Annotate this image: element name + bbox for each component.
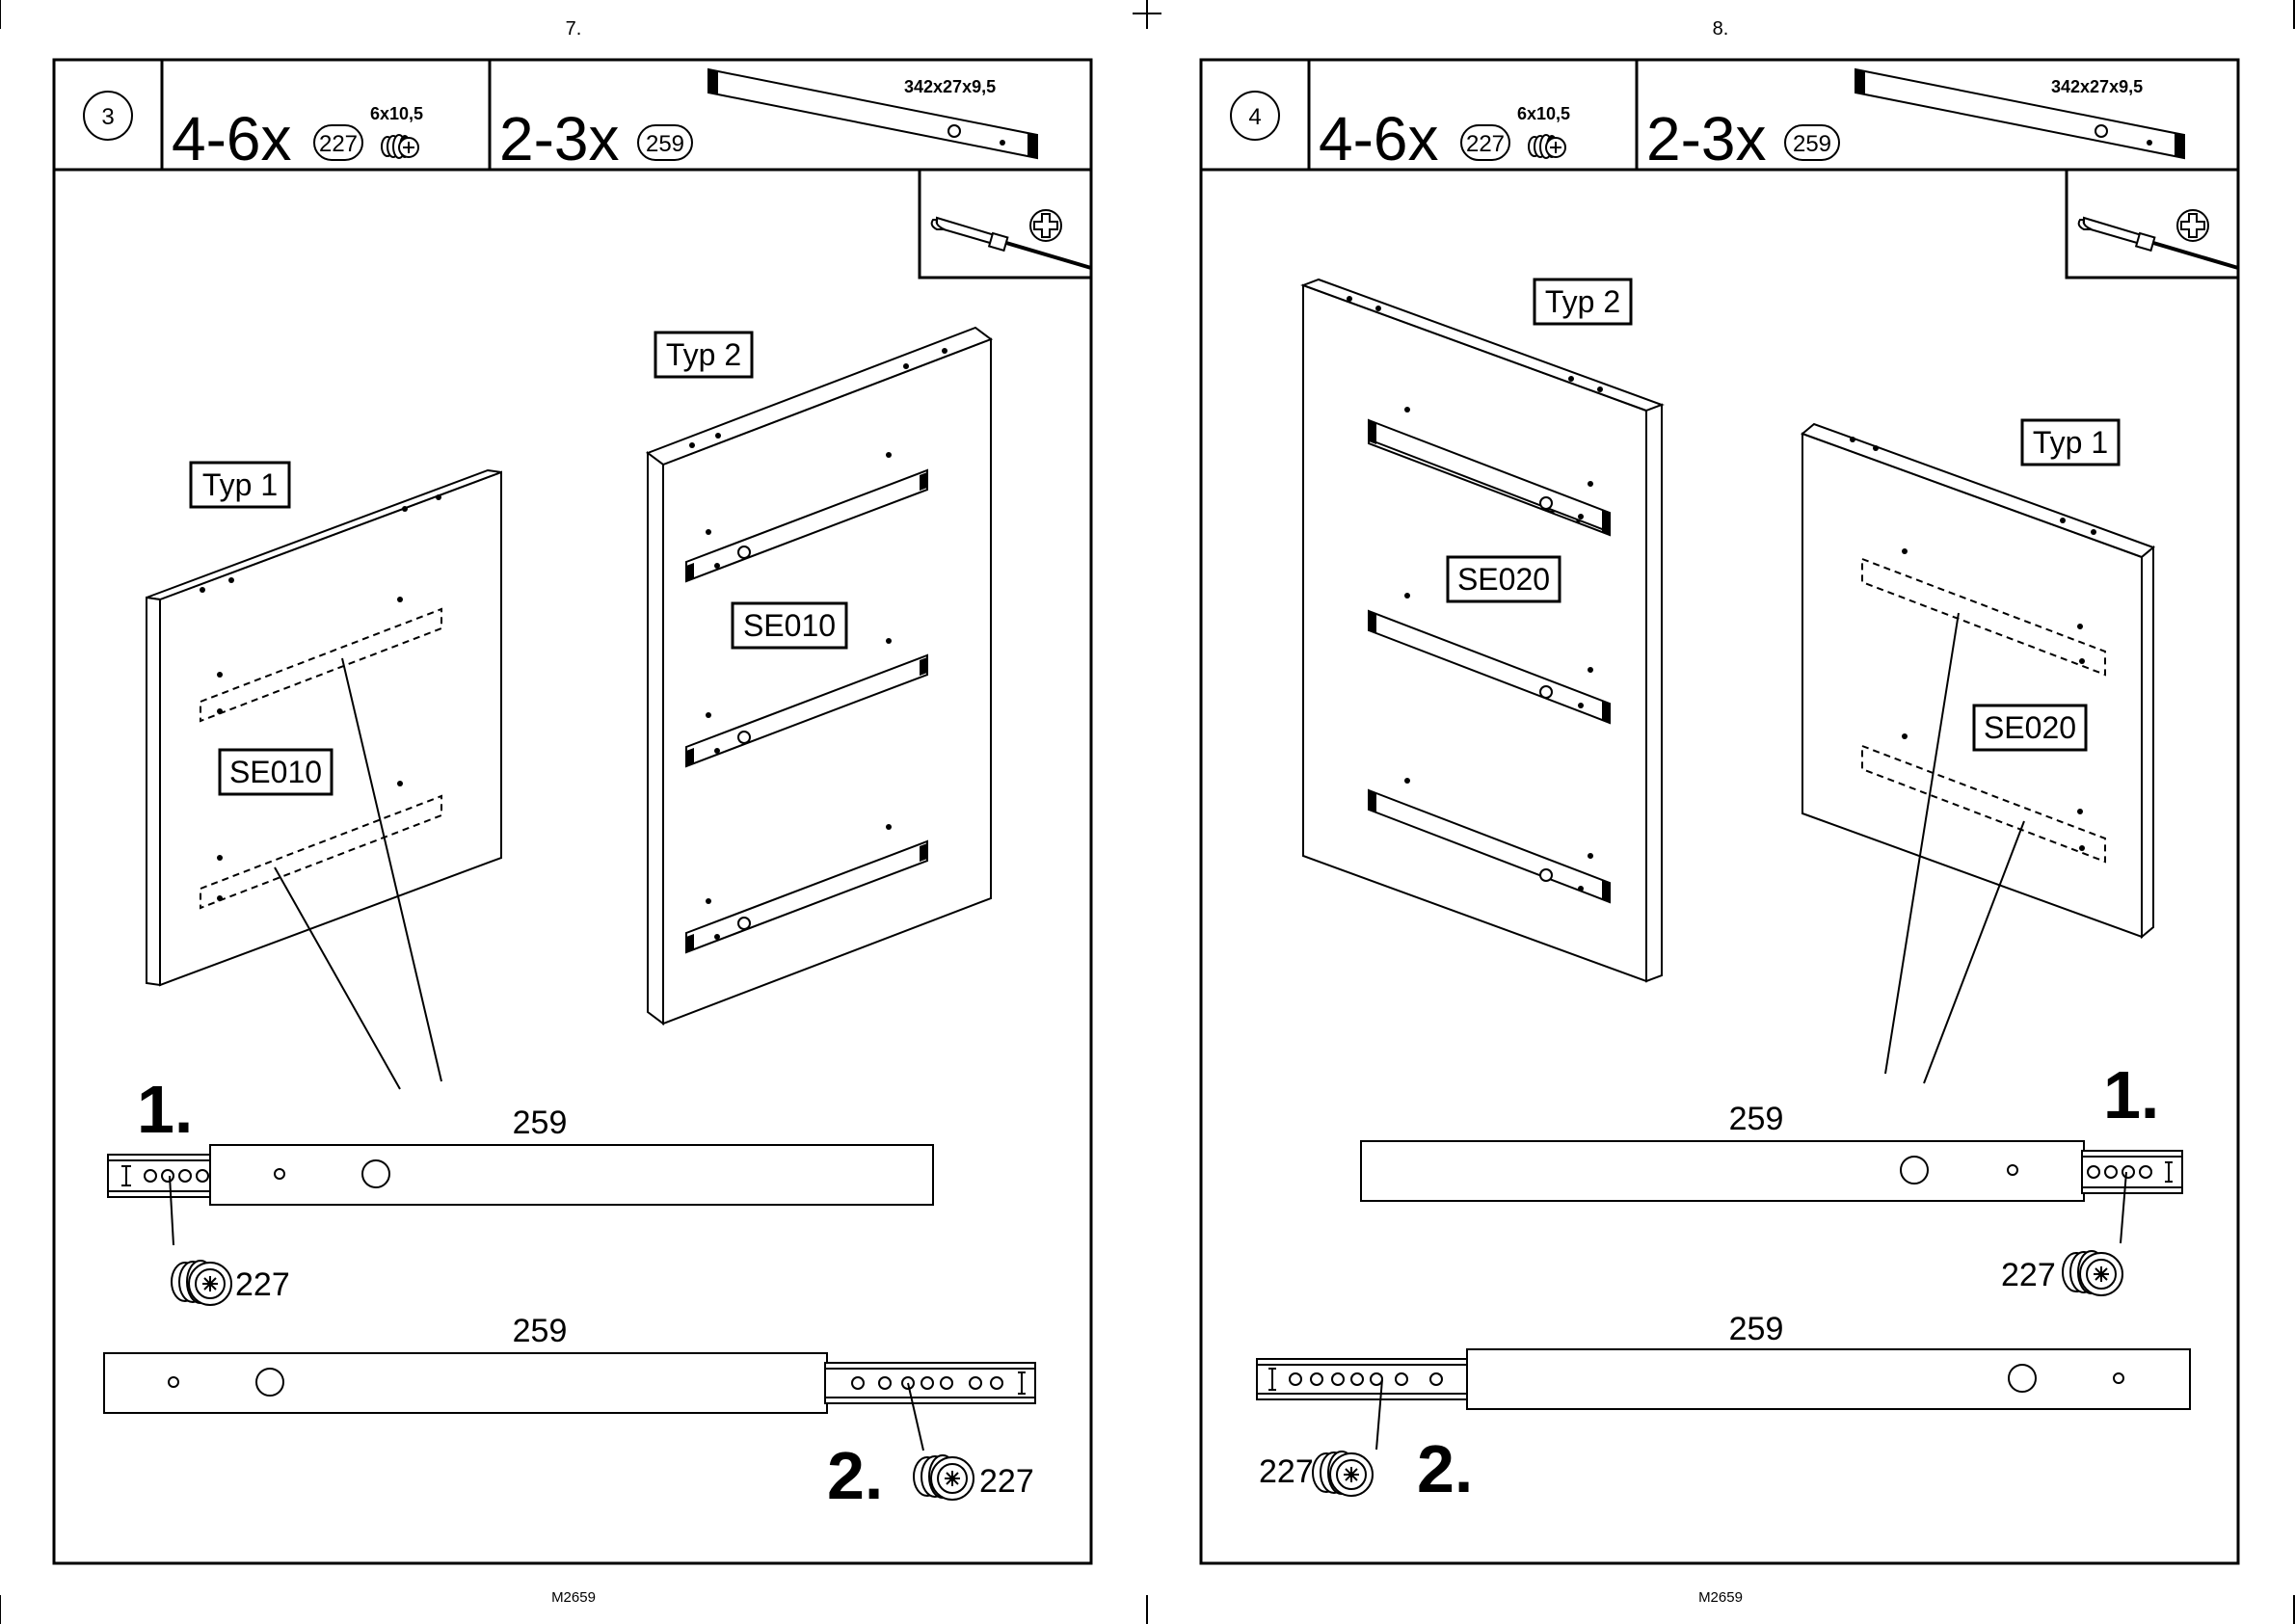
detail-1-screw-part: 227 bbox=[2001, 1257, 2056, 1293]
cam-screw-icon bbox=[172, 1261, 231, 1305]
page-right: 8. M2659 4 4-6x 227 6x10,5 2-3x 259 342x… bbox=[1201, 18, 2238, 1606]
screwdriver-icon bbox=[2079, 218, 2238, 268]
detail-1-marker: 1. bbox=[137, 1072, 193, 1147]
panel-code-2-text: SE020 bbox=[1457, 562, 1550, 597]
panel-type-1 bbox=[147, 470, 501, 1089]
step-number: 3 bbox=[101, 104, 114, 130]
panel-type-2-text: Typ 2 bbox=[666, 337, 741, 372]
phillips-icon bbox=[1030, 210, 1061, 241]
hardware-a-size: 6x10,5 bbox=[1517, 104, 1570, 123]
footer-code: M2659 bbox=[551, 1589, 596, 1606]
screwdriver-icon bbox=[932, 218, 1091, 268]
detail-2-rail bbox=[104, 1353, 1035, 1451]
panel-code-1-text: SE020 bbox=[1984, 710, 2076, 745]
detail-2-marker: 2. bbox=[827, 1438, 883, 1513]
hardware-b-dimensions: 342x27x9,5 bbox=[904, 77, 996, 96]
hardware-b-dimensions: 342x27x9,5 bbox=[2051, 77, 2143, 96]
cam-screw-icon bbox=[2063, 1251, 2122, 1295]
footer-code: M2659 bbox=[1698, 1589, 1743, 1606]
panel-type-2 bbox=[648, 328, 991, 1024]
detail-2-rail-part: 259 bbox=[513, 1313, 568, 1349]
panel-type-1-text: Typ 1 bbox=[202, 467, 278, 502]
detail-1-rail bbox=[108, 1145, 933, 1245]
detail-2-rail bbox=[1257, 1349, 2190, 1450]
hardware-b-part: 259 bbox=[1793, 131, 1831, 157]
hardware-a-part: 227 bbox=[319, 131, 358, 157]
panel-code-2-text: SE010 bbox=[743, 608, 836, 643]
detail-2-screw-part: 227 bbox=[1259, 1453, 1314, 1490]
panel-type-2 bbox=[1303, 280, 1662, 981]
hardware-a-qty: 4-6x bbox=[1319, 104, 1439, 173]
page-number: 7. bbox=[566, 18, 582, 40]
hardware-b-qty: 2-3x bbox=[499, 104, 620, 173]
page-left: 7. M2659 3 4-6x 227 6x10,5 2-3x 259 342x… bbox=[54, 18, 1091, 1606]
panel-code-1-text: SE010 bbox=[229, 755, 322, 789]
hardware-a-qty: 4-6x bbox=[172, 104, 292, 173]
detail-2-rail-part: 259 bbox=[1729, 1311, 1784, 1347]
detail-2-marker: 2. bbox=[1417, 1431, 1473, 1506]
page-number: 8. bbox=[1713, 18, 1729, 40]
cam-screw-icon bbox=[914, 1455, 974, 1500]
detail-1-rail bbox=[1361, 1141, 2182, 1243]
detail-2-screw-part: 227 bbox=[979, 1463, 1034, 1500]
cam-screw-icon bbox=[1529, 135, 1565, 158]
panel-type-2-text: Typ 2 bbox=[1545, 284, 1620, 319]
hardware-b-qty: 2-3x bbox=[1646, 104, 1767, 173]
panel-type-1-text: Typ 1 bbox=[2033, 425, 2108, 460]
detail-1-marker: 1. bbox=[2103, 1057, 2159, 1132]
detail-1-rail-part: 259 bbox=[1729, 1101, 1784, 1137]
panel-type-1 bbox=[1802, 424, 2153, 1083]
hardware-a-part: 227 bbox=[1466, 131, 1505, 157]
step-number: 4 bbox=[1248, 104, 1261, 130]
hardware-a-size: 6x10,5 bbox=[370, 104, 423, 123]
phillips-icon bbox=[2177, 210, 2208, 241]
hardware-b-part: 259 bbox=[646, 131, 684, 157]
detail-1-rail-part: 259 bbox=[513, 1105, 568, 1141]
cam-screw-icon bbox=[1313, 1451, 1373, 1496]
cam-screw-icon bbox=[382, 135, 418, 158]
detail-1-screw-part: 227 bbox=[235, 1266, 290, 1303]
